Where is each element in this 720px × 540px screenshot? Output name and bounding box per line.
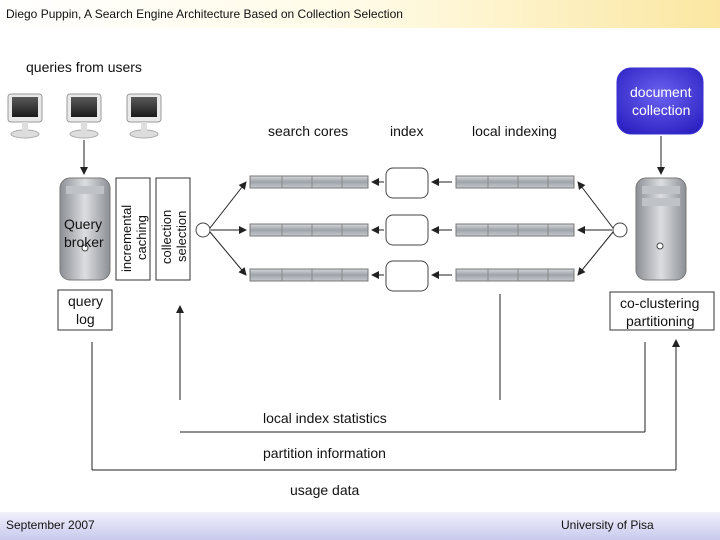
- index-shard: [385, 260, 429, 292]
- user-computer-icon: [7, 93, 43, 139]
- local-indexing-rack: [455, 223, 575, 237]
- hub-to-indexing-arrow: [577, 181, 614, 229]
- collection-hub: [612, 222, 628, 238]
- broker-hub: [195, 222, 211, 238]
- slide-title: Diego Puppin, A Search Engine Architectu…: [6, 7, 403, 21]
- partitioning-server: [635, 177, 687, 281]
- local-indexing-rack: [455, 175, 575, 189]
- query-broker-label-line2: broker: [64, 234, 104, 250]
- incremental-caching-box: incremental caching: [115, 177, 151, 281]
- user-computer-icon: [66, 93, 102, 139]
- index-shard: [385, 167, 429, 199]
- hub-to-indexing-arrow: [577, 231, 614, 276]
- query-log-line2: log: [76, 311, 95, 327]
- search-core-rack: [249, 268, 369, 282]
- collection-label: collection: [159, 210, 174, 264]
- query-log-line1: query: [68, 293, 103, 309]
- co-clustering-box: co-clustering partitioning: [609, 291, 715, 331]
- header-bar: Diego Puppin, A Search Engine Architectu…: [0, 0, 720, 28]
- document-collection-line1: document: [630, 84, 692, 100]
- footer-institution: University of Pisa: [561, 518, 654, 532]
- local-index-statistics-label: local index statistics: [263, 410, 387, 426]
- local-indexing-label: local indexing: [472, 123, 557, 139]
- caching-label: caching: [134, 215, 149, 260]
- document-collection-shape: [616, 67, 704, 135]
- search-core-rack: [249, 223, 369, 237]
- search-cores-label: search cores: [268, 123, 348, 139]
- index-label: index: [390, 123, 423, 139]
- footer-bar: September 2007 University of Pisa: [0, 512, 720, 540]
- query-log-box: query log: [57, 289, 113, 331]
- co-clustering-line2: partitioning: [626, 313, 695, 329]
- document-collection: document collection: [616, 67, 704, 135]
- query-broker-server: Query broker: [59, 177, 111, 281]
- local-indexing-rack: [455, 268, 575, 282]
- search-core-rack: [249, 175, 369, 189]
- footer-date: September 2007: [6, 518, 95, 532]
- collection-selection-box: collection selection: [155, 177, 191, 281]
- co-clustering-line1: co-clustering: [620, 295, 699, 311]
- partition-information-label: partition information: [263, 445, 386, 461]
- document-collection-line2: collection: [632, 102, 690, 118]
- incremental-label: incremental: [119, 205, 134, 272]
- query-broker-label-line1: Query: [64, 216, 102, 232]
- selection-label: selection: [174, 211, 189, 262]
- user-computer-icon: [126, 93, 162, 139]
- usage-data-label: usage data: [290, 482, 359, 498]
- broker-to-core-arrow: [209, 231, 247, 276]
- broker-to-core-arrow: [209, 181, 247, 229]
- queries-label: queries from users: [26, 59, 142, 75]
- index-shard: [385, 214, 429, 246]
